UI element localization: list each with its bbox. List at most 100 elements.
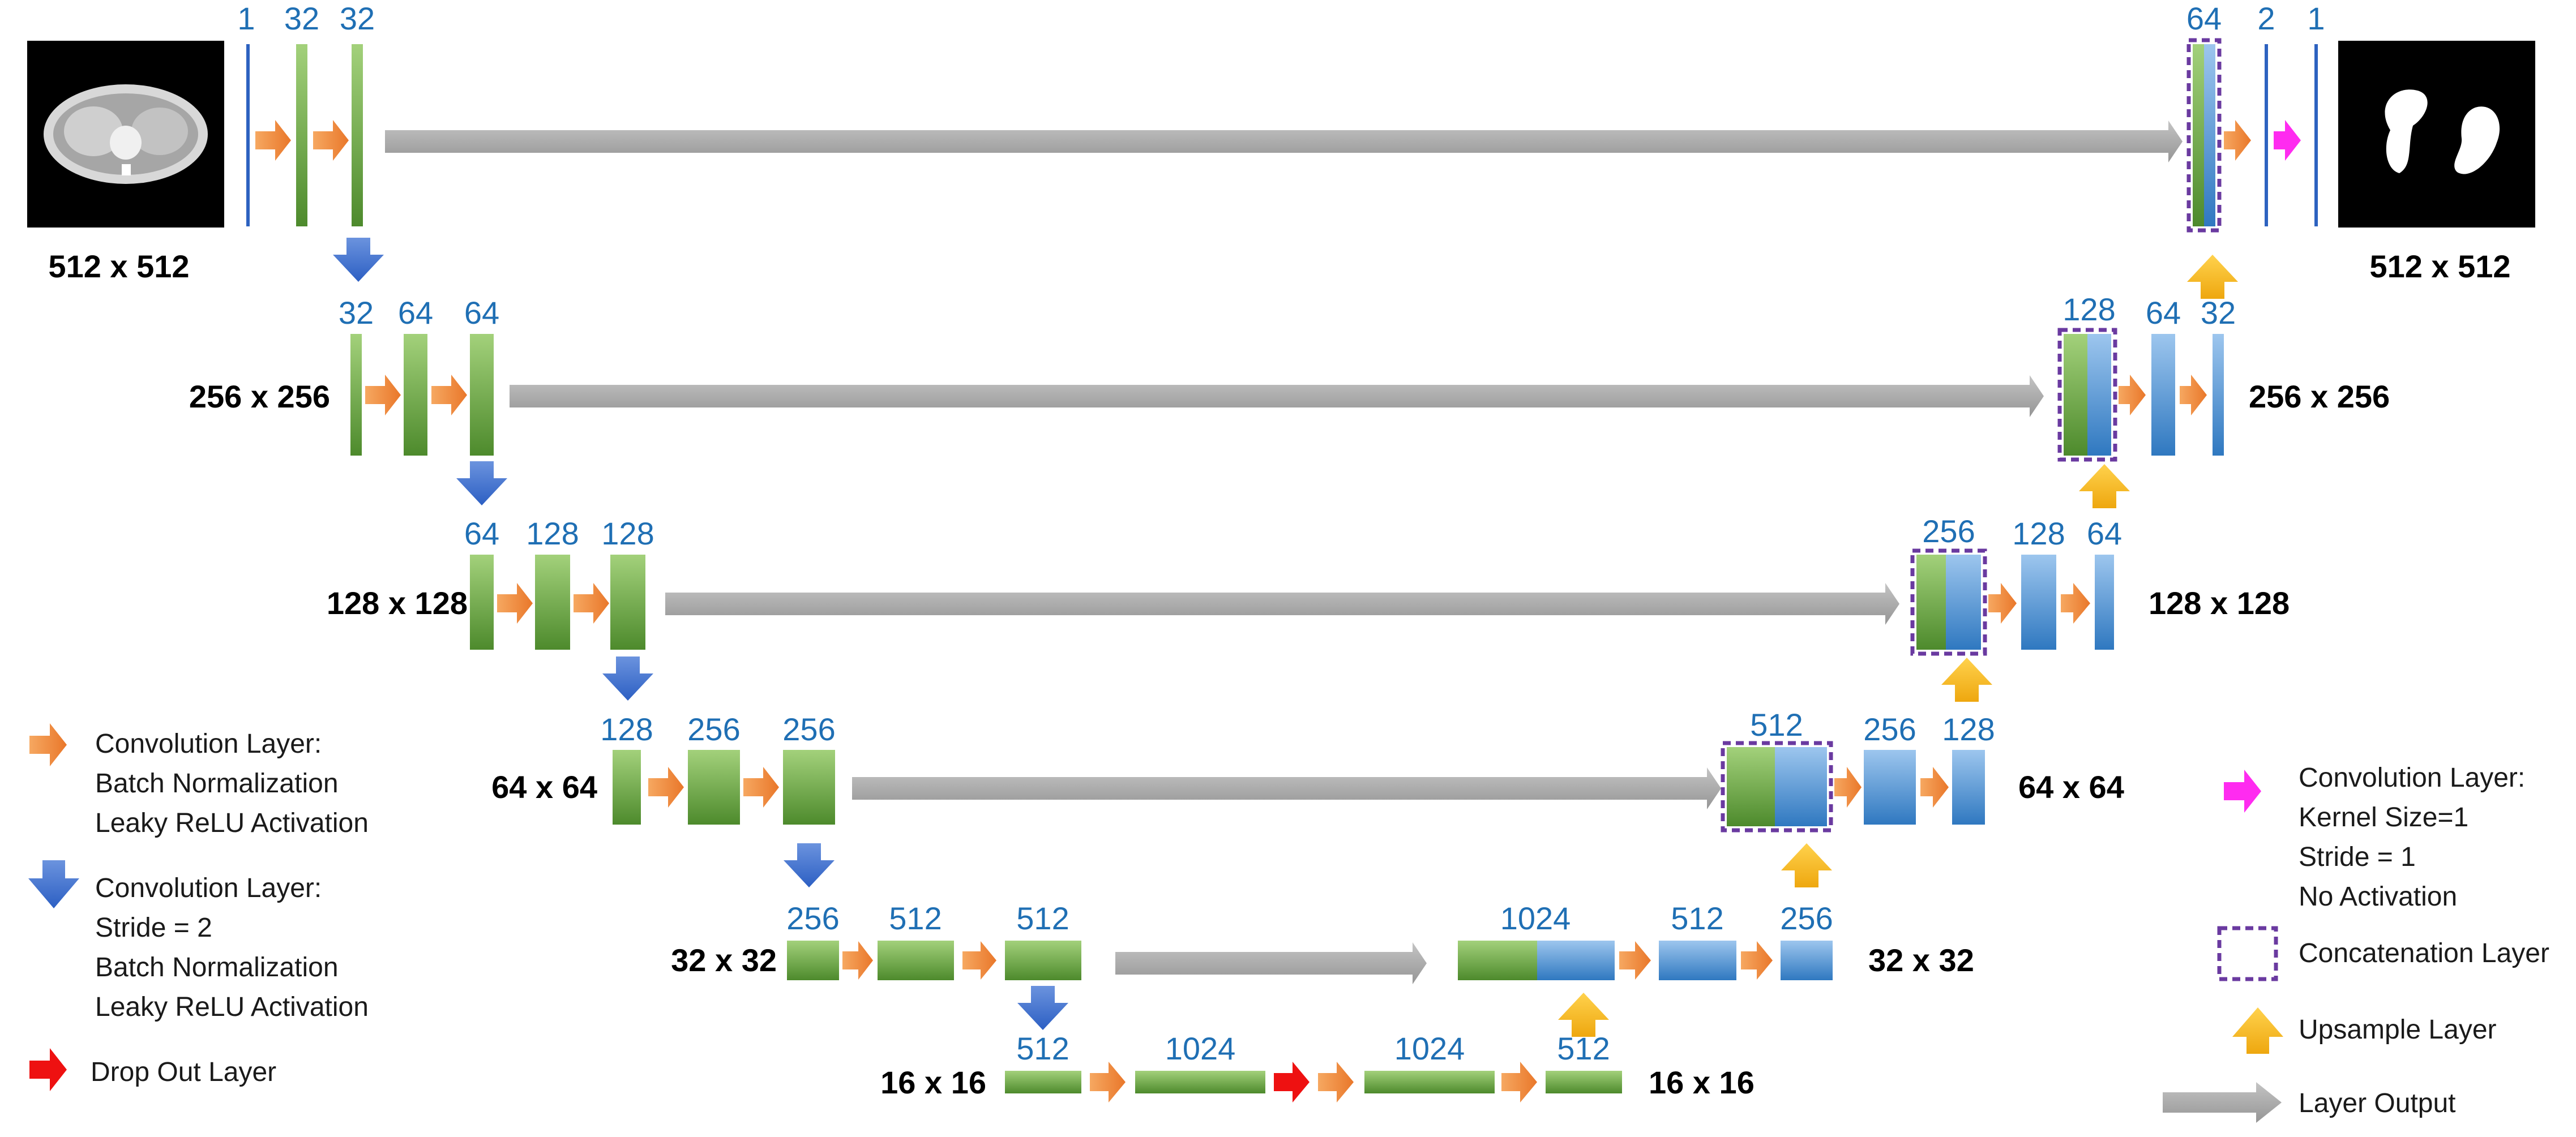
enc5-block-3 (1005, 941, 1081, 980)
dec4-concat-blue (1775, 747, 1827, 826)
dec4-block-3 (1952, 750, 1985, 825)
final-conv-arrow (2274, 120, 2301, 161)
channel-label: 512 (1750, 707, 1803, 743)
conv-arrow (648, 767, 684, 808)
dec2-block-3 (2213, 334, 2224, 456)
dec2-concat-blue (2087, 334, 2111, 456)
enc2-block-2 (404, 334, 427, 456)
legend-output-label: Layer Output (2299, 1088, 2456, 1118)
channel-label: 1 (237, 1, 255, 36)
channel-label: 32 (284, 1, 319, 36)
input-block-1ch (246, 44, 250, 226)
enc3-block-3 (610, 555, 645, 650)
skip-arrow-level3 (665, 583, 1899, 625)
enc1-block-2 (352, 44, 363, 226)
output-lung-mask-image (2338, 41, 2535, 228)
legend-upsample-label: Upsample Layer (2299, 1015, 2497, 1045)
conv-arrow (1501, 1062, 1537, 1102)
upsample-arrow (1558, 993, 1609, 1037)
dec5-block-2 (1659, 941, 1736, 980)
legend-down-line-2: Stride = 2 (95, 913, 212, 943)
upsample-arrow (1781, 843, 1832, 887)
enc3-block-2 (535, 555, 570, 650)
channel-label: 32 (2201, 295, 2236, 331)
conv-arrow (365, 375, 401, 415)
downsample-arrow (333, 238, 384, 282)
resolution-label: 32 x 32 (1868, 942, 1974, 978)
dec3-concat-green (1916, 555, 1946, 650)
upsample-arrow (1941, 658, 1992, 702)
channel-label: 2 (2257, 1, 2275, 36)
dec3-concat-blue (1946, 555, 1981, 650)
conv-arrow (431, 375, 467, 415)
dec5-concat-blue (1537, 941, 1615, 980)
enc3-block-1 (470, 555, 494, 650)
dec4-block-2 (1864, 750, 1916, 825)
conv-arrow (497, 583, 533, 624)
channel-label: 256 (687, 711, 740, 747)
downsample-arrow (456, 461, 507, 505)
channel-label: 64 (2087, 516, 2122, 551)
downsample-arrow (1017, 986, 1068, 1030)
legend-down-line-3: Batch Normalization (95, 952, 339, 982)
channel-label: 64 (2146, 295, 2181, 331)
downsample-arrow (784, 843, 835, 887)
resolution-label: 128 x 128 (2149, 585, 2290, 621)
channel-label: 512 (1671, 900, 1723, 936)
resolution-label: 64 x 64 (491, 769, 597, 805)
resolution-label: 256 x 256 (2249, 379, 2390, 414)
conv-arrow (313, 120, 349, 161)
dec4-concat-green (1727, 747, 1775, 826)
dec2-block-2 (2151, 334, 2175, 456)
channel-label: 64 (464, 516, 499, 551)
legend-down-arrow-icon (28, 860, 79, 908)
resolution-label: 32 x 32 (671, 942, 777, 978)
channel-label: 128 (1942, 711, 1995, 747)
legend-dropout-arrow-icon (29, 1048, 67, 1091)
bottleneck-block-2 (1135, 1071, 1265, 1093)
bottleneck-block-4 (1546, 1071, 1622, 1093)
resolution-label: 256 x 256 (189, 379, 330, 414)
channel-label: 64 (398, 295, 433, 331)
enc5-block-2 (878, 941, 954, 980)
resolution-label: 128 x 128 (327, 585, 468, 621)
channel-label: 256 (1780, 900, 1833, 936)
channel-label: 32 (339, 295, 374, 331)
channel-label: 256 (1863, 711, 1916, 747)
resolution-label: 16 x 16 (880, 1065, 986, 1100)
conv-arrow (962, 941, 996, 980)
resolution-label: 512 x 512 (2369, 248, 2510, 284)
conv-arrow (842, 941, 873, 980)
conv-arrow (1741, 941, 1773, 980)
input-ct-image (27, 41, 224, 228)
channel-label: 128 (526, 516, 579, 551)
dec2-concat-green (2064, 334, 2087, 456)
skip-arrow-level5 (1115, 942, 1427, 984)
channel-label: 128 (601, 516, 654, 551)
dec1-concat-border (2186, 38, 2222, 233)
conv-arrow (1920, 767, 1949, 808)
conv-arrow (2119, 375, 2146, 415)
enc4-block-3 (783, 750, 835, 825)
conv-arrow (1834, 767, 1862, 808)
channel-label: 128 (2012, 516, 2065, 551)
channel-label: 256 (786, 900, 839, 936)
dec5-block-3 (1781, 941, 1833, 980)
channel-label: 64 (464, 295, 499, 331)
legend-final-conv-arrow-icon (2224, 770, 2261, 813)
enc2-block-1 (350, 334, 362, 456)
legend-conv-line-3: Leaky ReLU Activation (95, 808, 369, 838)
channel-label: 128 (600, 711, 653, 747)
legend-upsample-arrow-icon (2232, 1007, 2283, 1054)
channel-label: 1024 (1165, 1031, 1236, 1066)
channel-label: 64 (2186, 1, 2222, 36)
skip-arrow-level2 (510, 375, 2044, 417)
conv-arrow (574, 583, 609, 624)
conv-arrow (2224, 120, 2251, 161)
conv-arrow (1318, 1062, 1354, 1102)
conv-arrow (743, 767, 779, 808)
dec3-concat-border (1910, 548, 1987, 656)
bottleneck-block-3 (1364, 1071, 1495, 1093)
dec3-block-2 (2021, 555, 2056, 650)
